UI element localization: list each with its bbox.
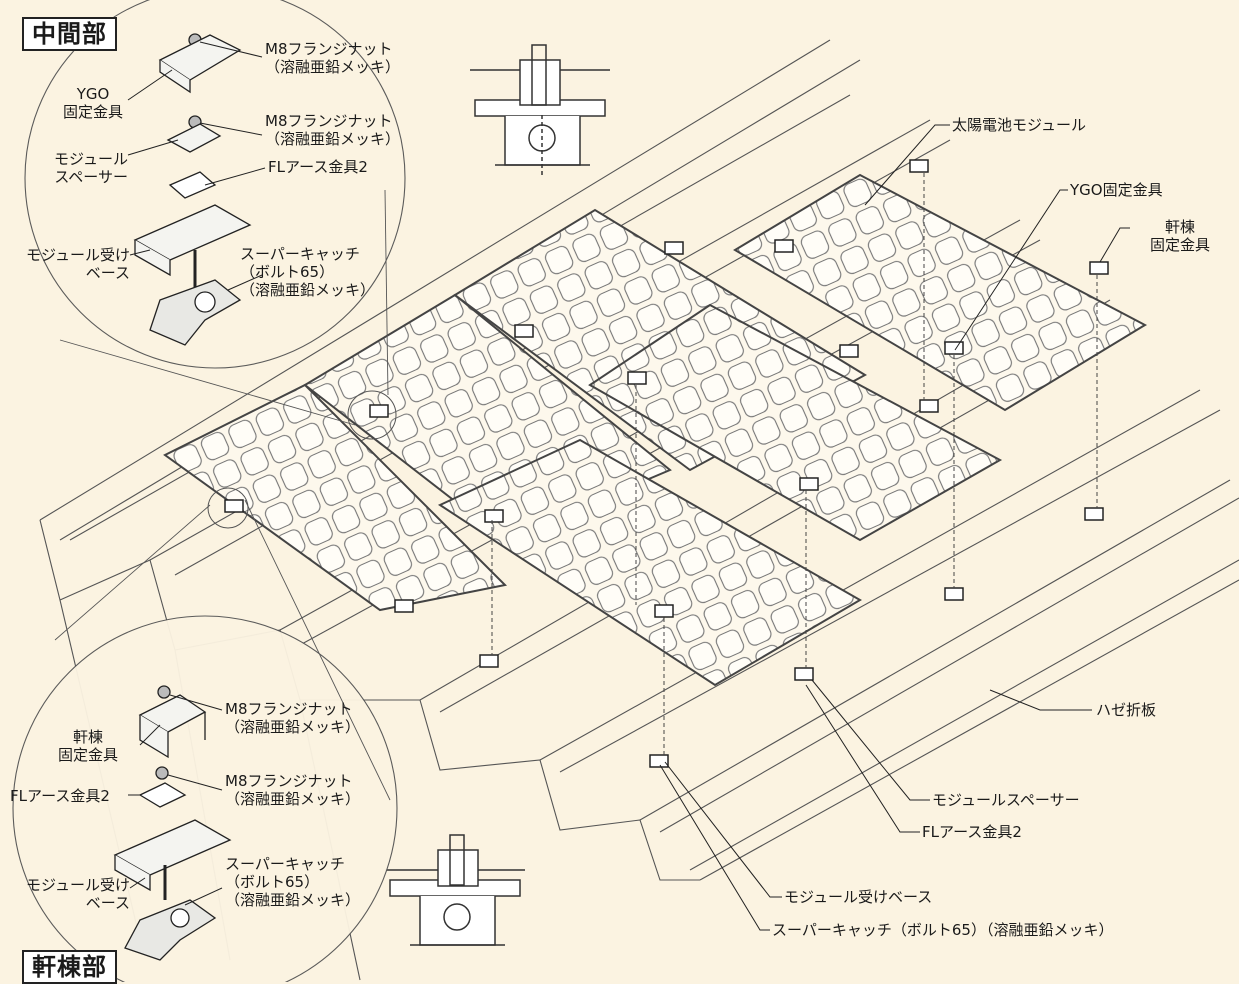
middle-base-label: モジュール受けベース	[26, 246, 130, 282]
dashed-drop-lines	[491, 173, 1098, 755]
middle-catch-label: スーパーキャッチ（ボルト65）（溶融亜鉛メッキ）	[240, 245, 376, 299]
fitting	[794, 667, 814, 681]
leader-lines	[127, 41, 1130, 931]
solar-module	[163, 383, 508, 612]
base-callout: モジュール受けベース	[784, 888, 933, 906]
middle-section-title: 中間部	[22, 17, 117, 51]
detail-circle-eave	[12, 615, 398, 982]
solar-module	[437, 438, 862, 687]
fitting	[944, 341, 964, 355]
middle-nut-top-label: M8フランジナット（溶融亜鉛メッキ）	[265, 40, 401, 76]
cross-section-middle	[470, 44, 610, 175]
fitting	[654, 604, 674, 618]
fitting	[484, 509, 504, 523]
eave-nut-top-label: M8フランジナット（溶融亜鉛メッキ）	[225, 700, 361, 736]
fitting	[649, 754, 669, 768]
detail-circle-middle	[24, 0, 406, 369]
eave-nut-mid-label: M8フランジナット（溶融亜鉛メッキ）	[225, 772, 361, 808]
fitting	[627, 371, 647, 385]
fitting	[944, 587, 964, 601]
roof-callout: ハゼ折板	[1096, 701, 1157, 719]
catch-callout: スーパーキャッチ（ボルト65）（溶融亜鉛メッキ）	[772, 921, 1114, 939]
eave-detail-parts	[113, 685, 232, 961]
middle-earth-label: FLアース金具2	[268, 158, 368, 176]
middle-detail-parts	[133, 33, 252, 346]
spacer-callout: モジュールスペーサー	[932, 791, 1080, 809]
middle-nut-mid-label: M8フランジナット（溶融亜鉛メッキ）	[265, 112, 401, 148]
fitting	[919, 399, 939, 413]
fitting	[369, 404, 389, 418]
ygo-callout: YGO固定金具	[1070, 181, 1163, 199]
cross-section-eave	[385, 834, 525, 946]
eave-catch-label: スーパーキャッチ（ボルト65）（溶融亜鉛メッキ）	[225, 855, 361, 909]
solar-modules	[163, 173, 1148, 687]
module-callout: 太陽電池モジュール	[952, 116, 1086, 134]
earth-callout: FLアース金具2	[922, 823, 1022, 841]
fitting	[909, 159, 929, 173]
solar-module	[588, 303, 1003, 542]
fitting	[1089, 261, 1109, 275]
fitting	[839, 344, 859, 358]
fitting	[1084, 507, 1104, 521]
fitting	[394, 599, 414, 613]
eave-fixture-label: 軒棟固定金具	[57, 728, 118, 764]
eave-base-label: モジュール受けベース	[26, 876, 130, 912]
eave-section-title: 軒棟部	[22, 950, 117, 984]
fitting	[664, 241, 684, 255]
fitting	[224, 499, 244, 513]
fitting	[514, 324, 534, 338]
fitting	[774, 239, 794, 253]
fitting	[479, 654, 499, 668]
eave-earth-label: FLアース金具2	[10, 787, 110, 805]
roof-fittings	[224, 159, 1109, 768]
middle-spacer-label: モジュールスペーサー	[54, 150, 128, 186]
fitting	[799, 477, 819, 491]
eave-fixture-callout: 軒棟固定金具	[1149, 218, 1210, 254]
solar-module	[733, 173, 1148, 412]
